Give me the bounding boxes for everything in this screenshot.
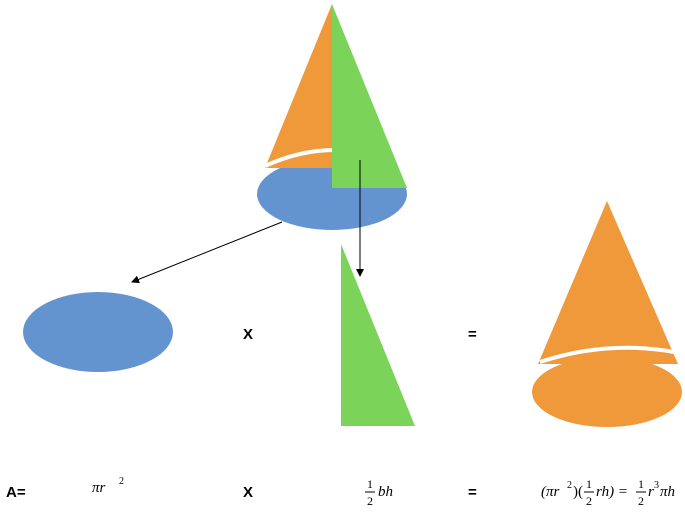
result-rh: rh) =	[596, 484, 628, 500]
result-fraction1-num: 1	[586, 477, 592, 491]
arrow-to-base	[131, 221, 283, 284]
times-operator-top: X	[243, 326, 253, 343]
result-fraction2-num: 1	[638, 477, 644, 491]
base-area-var: πr	[92, 480, 106, 496]
result-cone-base-ellipse	[532, 357, 682, 427]
result-tail: πh	[660, 484, 675, 500]
top-composite-cone	[257, 4, 407, 230]
result-cone-rim	[539, 345, 675, 364]
triangle-fraction-den: 2	[367, 494, 373, 508]
equals-operator-top: =	[468, 326, 477, 343]
result-fraction1-den: 2	[586, 494, 592, 508]
result-exp1: 2	[567, 480, 572, 491]
top-cone-base-rim	[264, 148, 336, 168]
top-cone-orange-half	[265, 4, 332, 168]
result-fraction2-den: 2	[638, 494, 644, 508]
result-r: r	[648, 484, 654, 500]
result-exp2: 3	[654, 480, 659, 491]
times-operator-bottom: X	[243, 484, 253, 501]
result-open: (πr	[541, 484, 560, 500]
base-area-formula: πr 2	[92, 476, 124, 496]
triangle-var: bh	[378, 484, 393, 500]
base-area-exp: 2	[119, 476, 124, 487]
result-formula: (πr 2 )( 1 2 rh) = 1 2 r 3 πh	[541, 477, 675, 508]
result-cone-body	[538, 201, 678, 364]
area-label: A=	[6, 484, 26, 501]
triangle-area-formula: 1 2 bh	[365, 477, 393, 508]
right-triangle	[341, 244, 415, 426]
triangle-fraction-num: 1	[367, 477, 373, 491]
result-mid: )(	[573, 484, 583, 500]
equals-operator-bottom: =	[468, 484, 477, 501]
result-cone	[532, 201, 682, 427]
base-circle-ellipse	[23, 292, 173, 372]
top-cone-green-triangle	[332, 4, 407, 188]
